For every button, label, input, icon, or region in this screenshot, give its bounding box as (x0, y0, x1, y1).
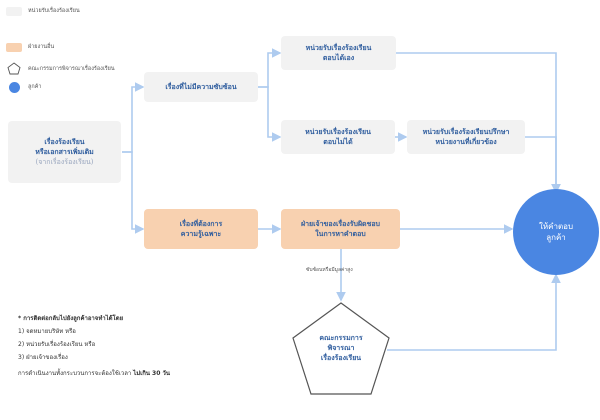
legend-label: ลูกค้า (28, 84, 42, 90)
arrow-complaint-to-not-complex (122, 82, 145, 153)
node-unit-unable: หน่วยรับเรื่องร้องเรียน ตอบไม่ได้ (281, 120, 395, 154)
legend-pentagon-shape (7, 62, 21, 75)
committee-pentagon-shape (292, 302, 390, 395)
node-complaint-line3: (จากเรื่องร้องเรียน) (35, 158, 94, 166)
legend-circle-icon (9, 81, 20, 93)
arrow-complaint-to-special (122, 151, 145, 234)
notes-item-3: 3) ฝ่ายเจ้าของเรื่อง (18, 354, 68, 361)
legend-item-committee: คณะกรรมการพิจารณาเรื่องร้องเรียน (6, 62, 115, 76)
node-responsible-dept: ฝ่ายเจ้าของเรื่องรับผิดชอบ ในการหาคำตอบ (281, 209, 400, 249)
node-customer-line1: ให้คำตอบ (538, 222, 574, 231)
edge-label-escalate: ซับซ้อนหรือมีมูลค่าสูง (306, 267, 353, 273)
notes-footer-emphasis: ไม่เกิน 30 วัน (133, 370, 170, 377)
legend-item-other-dept: ฝ่ายงานอื่น (6, 40, 54, 54)
node-committee-line1: คณะกรรมการ (319, 334, 363, 342)
arrow-committee-to-customer (387, 273, 561, 351)
node-unit-consult-line1: หน่วยรับเรื่องร้องเรียนปรึกษา (422, 128, 510, 136)
node-unit-unable-line2: ตอบไม่ได้ (323, 138, 353, 146)
node-unit-consult-line2: หน่วยงานที่เกี่ยวข้อง (435, 138, 497, 146)
arrow-not-complex-to-unit-self (258, 48, 282, 88)
notes-footer: การดำเนินงานทั้งกระบวนการจะต้องใช้เวลา ไ… (18, 368, 170, 378)
node-unit-self-line2: ตอบได้เอง (322, 54, 355, 62)
node-committee-label: คณะกรรมการ พิจารณา เรื่องร้องเรียน (296, 333, 386, 363)
legend-label: ฝ่ายงานอื่น (28, 44, 55, 50)
node-committee-line2: พิจารณา (327, 344, 355, 352)
arrow-not-complex-to-unit-unable (258, 86, 282, 142)
node-special-line2: ความรู้เฉพาะ (180, 230, 222, 238)
node-unit-self-line1: หน่วยรับเรื่องร้องเรียน (305, 44, 372, 52)
legend-label: คณะกรรมการพิจารณาเรื่องร้องเรียน (28, 66, 115, 72)
node-complaint-line2: หรือเอกสารเพิ่มเติม (35, 148, 94, 156)
legend-label: หน่วยรับเรื่องร้องเรียน (28, 8, 80, 14)
node-responsible-line2: ในการหาคำตอบ (315, 230, 366, 238)
legend-item-customer: ลูกค้า (6, 80, 41, 94)
node-not-complex-label: เรื่องที่ไม่มีความซับซ้อน (165, 83, 237, 91)
notes-item-2: 2) หน่วยรับเรื่องร้องเรียน หรือ (18, 341, 96, 348)
node-special-line1: เรื่องที่ต้องการ (179, 220, 223, 228)
node-committee-line3: เรื่องร้องเรียน (320, 354, 362, 362)
node-special-knowledge: เรื่องที่ต้องการ ความรู้เฉพาะ (144, 209, 258, 249)
node-customer-answer: ให้คำตอบ ลูกค้า (513, 189, 599, 275)
node-not-complex: เรื่องที่ไม่มีความซับซ้อน (144, 72, 258, 102)
notes-item-1: 1) จดหมายบริษัท หรือ (18, 328, 76, 335)
node-unit-self: หน่วยรับเรื่องร้องเรียน ตอบได้เอง (281, 36, 396, 70)
legend-swatch-gray (6, 6, 22, 16)
notes-footer-prefix: การดำเนินงานทั้งกระบวนการจะต้องใช้เวลา (18, 370, 132, 377)
notes-title: * การติดต่อกลับไปยังลูกค้าอาจทำได้โดย (18, 315, 124, 322)
node-unit-unable-line1: หน่วยรับเรื่องร้องเรียน (305, 128, 371, 136)
node-responsible-line1: ฝ่ายเจ้าของเรื่องรับผิดชอบ (301, 220, 380, 228)
node-complaint: เรื่องร้องเรียน หรือเอกสารเพิ่มเติม (จาก… (8, 121, 121, 183)
node-complaint-line1: เรื่องร้องเรียน (44, 138, 85, 146)
legend-item-complaint-unit: หน่วยรับเรื่องร้องเรียน (6, 4, 80, 18)
legend-swatch-orange (6, 42, 22, 52)
arrow-unit-consult-to-customer (525, 136, 561, 194)
node-unit-consult: หน่วยรับเรื่องร้องเรียนปรึกษา หน่วยงานที… (407, 120, 525, 154)
node-customer-line2: ลูกค้า (546, 233, 566, 242)
legend-pentagon-icon (6, 65, 22, 74)
